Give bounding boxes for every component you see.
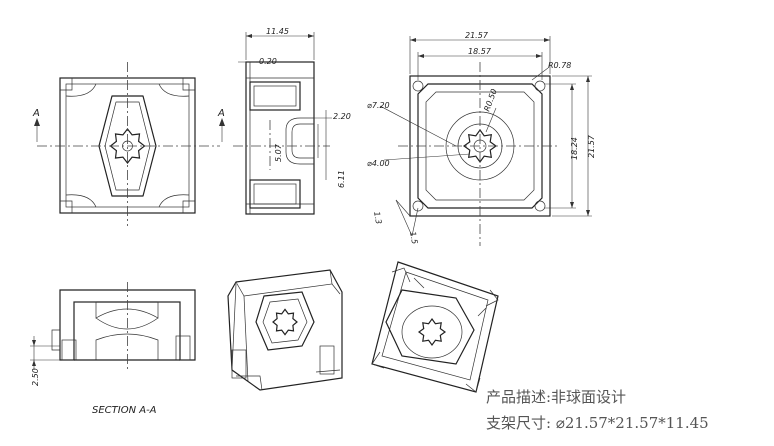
side-dim-depth1: 5.07 — [274, 143, 283, 162]
top-dim-outer: 21.57 — [465, 31, 489, 40]
top-dim-inner: 18.57 — [468, 47, 492, 56]
gear-outline-iso2 — [417, 317, 447, 347]
top-view: 21.57 18.57 R0.78 ⌀7.20 R0.50 ⌀4.00 18.2… — [367, 31, 596, 246]
isometric-view-front — [227, 269, 343, 391]
top-dim-diameter-small: ⌀4.00 — [367, 159, 390, 168]
top-dim-radius-small: R0.50 — [482, 88, 498, 113]
description-line-2: 支架尺寸: ⌀21.57*21.57*11.45 — [486, 414, 709, 432]
section-dim-step: 2.50 — [31, 368, 40, 386]
section-view: 2.50 SECTION A-A — [30, 282, 196, 416]
side-dim-hole: 2.20 — [333, 112, 351, 121]
side-dim-width: 11.45 — [266, 27, 289, 36]
side-view: 11.45 0.20 2.20 5.07 6.11 — [233, 27, 351, 215]
description-line-1: 产品描述:非球面设计 — [486, 388, 626, 406]
top-dim-height-inner: 18.24 — [570, 137, 579, 160]
top-dim-radius-corner: R0.78 — [548, 61, 571, 70]
top-dim-diameter-large: ⌀7.20 — [367, 101, 390, 110]
side-dim-lip: 0.20 — [259, 57, 277, 66]
gear-outline-iso — [272, 308, 298, 336]
section-caption: SECTION A-A — [92, 405, 157, 416]
gear-outline — [109, 128, 146, 164]
isometric-view-top — [371, 261, 499, 393]
side-dim-depth2: 6.11 — [337, 170, 346, 188]
top-dim-height-outer: 21.57 — [587, 134, 596, 158]
top-dim-chamfer-a: 1.3 — [372, 211, 383, 225]
section-label-left: A — [32, 108, 40, 119]
front-view: A A — [32, 62, 225, 226]
top-dim-chamfer-b: 1.5 — [408, 231, 419, 245]
section-label-right: A — [217, 108, 225, 119]
